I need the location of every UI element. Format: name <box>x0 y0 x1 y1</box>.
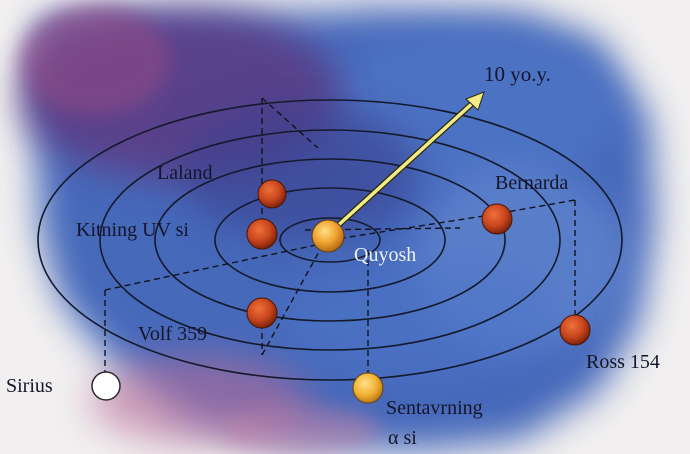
star-marker-ross <box>559 314 591 346</box>
orbit-rings <box>37 99 623 381</box>
star-label-kitning: Kitning UV si <box>76 219 189 241</box>
orbit-ring-2 <box>214 187 446 293</box>
star-label-volf: Volf 359 <box>138 323 208 345</box>
star-label-laland: Laland <box>157 162 213 184</box>
nebula-background <box>20 5 655 454</box>
star-label-sentavr-line2: α si <box>388 427 417 449</box>
laland-top-line <box>261 97 319 149</box>
star-marker-volf <box>246 297 278 329</box>
bernarda-line <box>329 214 491 241</box>
orbit-ring-3 <box>154 158 506 322</box>
stars <box>91 179 591 404</box>
scale-label: 10 yo.y. <box>484 62 551 86</box>
sun-label: Quyosh <box>354 244 417 266</box>
scale-arrow <box>330 91 485 233</box>
sirius-horizontal-line <box>104 241 331 291</box>
star-label-bernarda: Bernarda <box>495 172 569 194</box>
orbit-ring-5 <box>37 99 623 381</box>
star-marker-laland <box>257 179 287 209</box>
star-marker-sentavr <box>352 372 384 404</box>
orbit-ring-4 <box>99 129 561 351</box>
star-label-sirius: Sirius <box>6 375 53 397</box>
star-marker-bernarda <box>481 203 513 235</box>
star-label-sentavr: Sentavrning <box>386 397 483 419</box>
orbit-ring-1 <box>279 217 381 263</box>
sun-marker <box>311 219 345 253</box>
star-label-ross: Ross 154 <box>586 351 660 373</box>
star-marker-kitning <box>246 218 278 250</box>
star-marker-sirius <box>91 371 121 401</box>
